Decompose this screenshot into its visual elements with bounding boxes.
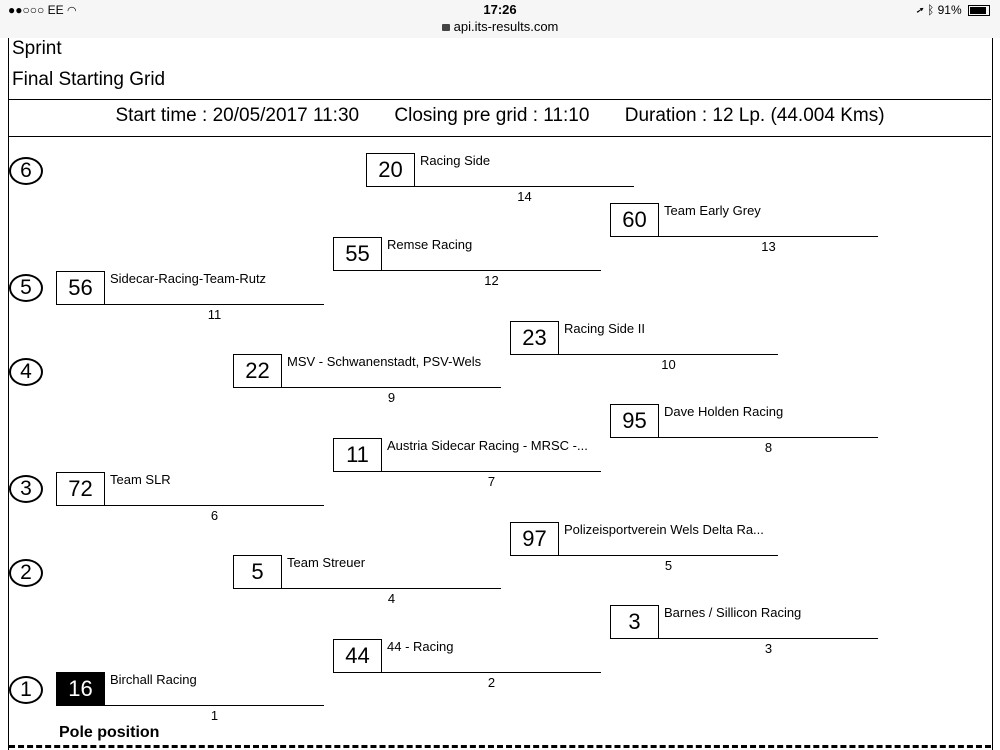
grid-position: 6 [210,508,219,523]
results-page [8,38,993,750]
team-name: MSV - Schwanenstadt, PSV-Wels [287,354,482,369]
status-bar: ●●○○○ EE ◠ 17:26 api.its-results.com ➚ ᛒ… [0,0,1000,38]
grid-position: 5 [664,558,673,573]
car-number: 22 [233,354,282,388]
location-icon: ➚ [916,3,924,17]
team-name: Remse Racing [387,237,473,252]
team-name: Polizeisportverein Wels Delta Ra... [564,522,764,537]
team-name: 44 - Racing [387,639,454,654]
grid-slot: 5 Team Streuer 4 [233,555,501,606]
grid-line [559,555,778,556]
page-subtitle: Final Starting Grid [12,69,166,90]
car-number: 5 [233,555,282,589]
grid-slot: 72 Team SLR 6 [56,472,324,523]
car-number: 11 [333,438,382,472]
grid-slot: 23 Racing Side II 10 [510,321,778,372]
grid-position: 13 [761,239,776,254]
car-number: 72 [56,472,105,506]
grid-slot: 55 Remse Racing 12 [333,237,601,288]
clock: 17:26 [483,2,517,17]
grid-line [382,672,601,673]
team-name: Dave Holden Racing [664,404,784,419]
car-number: 97 [510,522,559,556]
grid-line [382,471,601,472]
grid-position: 9 [387,390,396,405]
grid-row-marker: 1 [9,676,43,704]
grid-position: 10 [661,357,676,372]
divider [9,99,991,100]
grid-line [659,638,878,639]
car-number: 23 [510,321,559,355]
grid-line [282,387,501,388]
battery-percent: 91% [937,3,962,17]
car-number: 16 [56,672,105,706]
race-info: Start time : 20/05/2017 11:30 Closing pr… [9,105,991,127]
grid-position: 7 [487,474,496,489]
carrier-signal: ●●○○○ EE ◠ [8,3,77,17]
grid-row-marker: 5 [9,274,43,302]
page-title: Sprint [12,38,62,59]
grid-position: 3 [764,641,773,656]
team-name: Racing Side II [564,321,645,336]
team-name: Sidecar-Racing-Team-Rutz [110,271,267,286]
grid-slot: 11 Austria Sidecar Racing - MRSC -... 7 [333,438,601,489]
grid-line [282,588,501,589]
grid-position: 14 [517,189,532,204]
car-number: 95 [610,404,659,438]
grid-row-marker: 6 [9,157,43,185]
grid-line [105,705,324,706]
team-name: Austria Sidecar Racing - MRSC -... [387,438,588,453]
grid-row-marker: 3 [9,475,43,503]
car-number: 56 [56,271,105,305]
grid-row-marker: 2 [9,559,43,587]
car-number: 55 [333,237,382,271]
grid-line [559,354,778,355]
car-number: 44 [333,639,382,673]
url-text: api.its-results.com [453,19,559,34]
grid-slot-pole: 16 Birchall Racing 1 [56,672,324,723]
grid-position: 8 [764,440,773,455]
team-name: Team Streuer [287,555,366,570]
page-break-divider [9,745,991,748]
grid-line [105,304,324,305]
grid-line [415,186,634,187]
grid-slot: 95 Dave Holden Racing 8 [610,404,878,455]
car-number: 60 [610,203,659,237]
grid-line [382,270,601,271]
grid-slot: 22 MSV - Schwanenstadt, PSV-Wels 9 [233,354,501,405]
grid-position: 2 [487,675,496,690]
grid-line [659,437,878,438]
grid-position: 11 [207,307,222,322]
grid-slot: 3 Barnes / Sillicon Racing 3 [610,605,878,656]
duration: Duration : 12 Lp. (44.004 Kms) [624,105,885,126]
grid-line [105,505,324,506]
bluetooth-icon: ᛒ [927,3,935,17]
grid-position: 4 [387,591,396,606]
team-name: Team Early Grey [664,203,761,218]
grid-slot: 97 Polizeisportverein Wels Delta Ra... 5 [510,522,778,573]
grid-slot: 44 44 - Racing 2 [333,639,601,690]
lock-icon [441,24,450,32]
grid-slot: 20 Racing Side 14 [366,153,634,204]
grid-row-marker: 4 [9,358,43,386]
car-number: 20 [366,153,415,187]
pole-position-label: Pole position [59,724,160,741]
divider [9,136,991,137]
grid-position: 1 [210,708,219,723]
team-name: Racing Side [420,153,491,168]
grid-slot: 56 Sidecar-Racing-Team-Rutz 11 [56,271,324,322]
closing-pre-grid: Closing pre grid : 11:10 [394,105,590,126]
status-right: ➚ ᛒ 91% [917,3,990,17]
team-name: Birchall Racing [110,672,197,687]
wifi-icon: ◠ [66,5,77,17]
team-name: Team SLR [110,472,171,487]
grid-line [659,236,878,237]
battery-icon [968,5,990,17]
address-bar[interactable]: api.its-results.com [0,19,1000,34]
team-name: Barnes / Sillicon Racing [664,605,802,620]
grid-slot: 60 Team Early Grey 13 [610,203,878,254]
start-time: Start time : 20/05/2017 11:30 [115,105,360,126]
grid-position: 12 [484,273,499,288]
car-number: 3 [610,605,659,639]
